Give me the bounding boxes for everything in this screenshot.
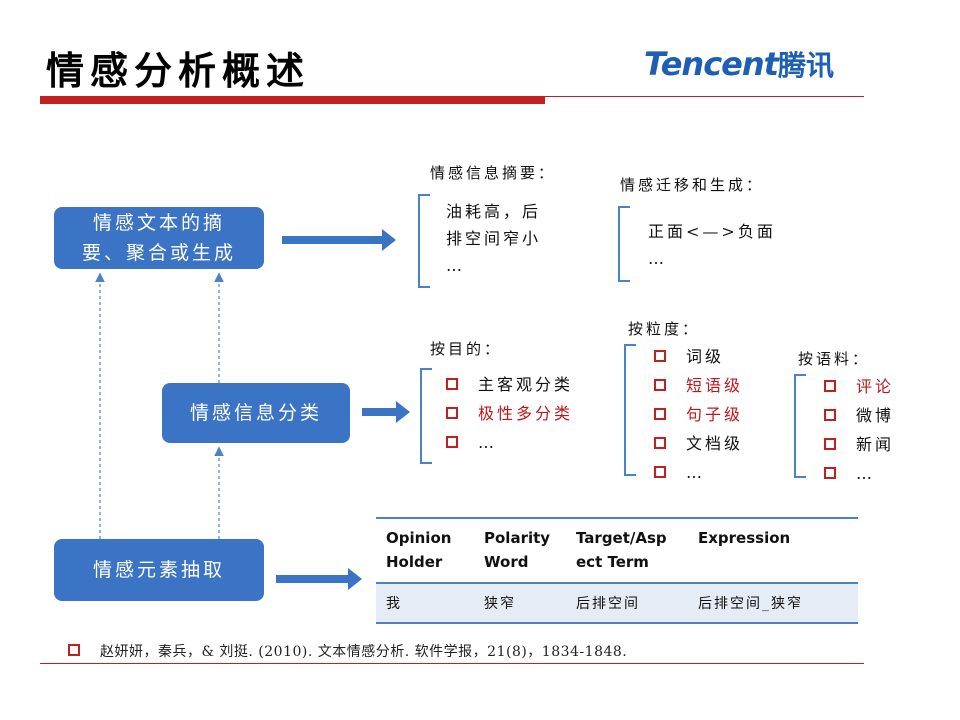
list-item: 新闻: [824, 430, 894, 459]
item-text: 短语级: [686, 376, 744, 395]
list-item: 主客观分类: [446, 370, 573, 399]
list-item: 词级: [654, 342, 743, 371]
square-bullet-icon: [654, 407, 666, 420]
table-header: Expression: [698, 529, 791, 547]
transfer-line: 正面<—>负面: [648, 222, 776, 241]
item-text: 文档级: [686, 434, 744, 453]
node-summary-aggregation: 情感文本的摘要、聚合或生成: [54, 207, 264, 269]
list-item: …: [824, 459, 894, 488]
purpose-list: 主客观分类 极性多分类 …: [446, 370, 573, 457]
table-row: 我 狭窄 后排空间 后排空间_狭窄: [376, 583, 858, 622]
square-bullet-icon: [446, 435, 458, 448]
tencent-logo: Tencent腾讯: [644, 44, 834, 84]
summary-line: 油耗高，后: [446, 202, 542, 221]
transfer-bracket: [618, 206, 630, 282]
square-bullet-icon: [446, 377, 458, 390]
list-item: 评论: [824, 372, 894, 401]
corpus-bracket: [794, 374, 806, 478]
square-bullet-icon: [824, 379, 836, 392]
reference-text: 赵妍妍，秦兵，& 刘挺. (2010). 文本情感分析. 软件学报，21(8)，…: [100, 644, 628, 660]
node-summary-line2: 要、聚合或生成: [81, 242, 236, 264]
list-item: 微博: [824, 401, 894, 430]
transfer-line: …: [648, 249, 667, 268]
list-item: …: [654, 458, 743, 487]
granularity-label: 按粒度：: [628, 320, 701, 338]
item-text: 极性多分类: [478, 404, 574, 423]
list-item: 文档级: [654, 429, 743, 458]
arrow-extract: [276, 568, 362, 590]
square-bullet-icon: [824, 466, 836, 479]
item-text: 新闻: [856, 435, 895, 454]
header-divider: [40, 96, 864, 97]
table-cell: 狭窄: [474, 583, 566, 622]
logo-text: Tencent: [644, 45, 779, 83]
square-bullet-icon: [654, 349, 666, 362]
summary-label: 情感信息摘要：: [430, 164, 557, 182]
item-text: 微博: [856, 406, 895, 425]
list-item: 极性多分类: [446, 399, 573, 428]
purpose-bracket: [420, 368, 432, 464]
summary-bracket: [418, 194, 430, 288]
square-bullet-icon: [654, 378, 666, 391]
list-item: 句子级: [654, 400, 743, 429]
arrow-classify: [362, 401, 410, 423]
list-item: 短语级: [654, 371, 743, 400]
node-summary-line1: 情感文本的摘: [92, 212, 225, 234]
granularity-bracket: [624, 344, 636, 476]
summary-line: 排空间窄小: [446, 229, 542, 248]
table-cell: 后排空间_狭窄: [688, 583, 858, 622]
header-accent-bar: [40, 97, 545, 104]
item-text: …: [478, 433, 497, 452]
item-text: …: [856, 464, 875, 483]
logo-cn: 腾讯: [777, 49, 834, 82]
summary-line: …: [446, 256, 465, 275]
corpus-label: 按语料：: [798, 350, 871, 368]
item-text: 评论: [856, 377, 895, 396]
item-text: …: [686, 463, 705, 482]
item-text: 句子级: [686, 405, 744, 424]
square-bullet-icon: [824, 437, 836, 450]
square-bullet-icon: [824, 408, 836, 421]
item-text: 主客观分类: [478, 375, 574, 394]
arrow-summary: [282, 229, 396, 251]
footer-divider: [40, 663, 864, 664]
square-bullet-icon: [654, 465, 666, 478]
square-bullet-icon: [654, 436, 666, 449]
corpus-list: 评论 微博 新闻 …: [824, 372, 894, 488]
square-bullet-icon: [446, 406, 458, 419]
granularity-list: 词级 短语级 句子级 文档级 …: [654, 342, 743, 487]
square-bullet-icon: [68, 644, 80, 656]
item-text: 词级: [686, 347, 725, 366]
reference: 赵妍妍，秦兵，& 刘挺. (2010). 文本情感分析. 软件学报，21(8)，…: [68, 641, 627, 661]
transfer-label: 情感迁移和生成：: [620, 176, 765, 194]
purpose-label: 按目的：: [430, 340, 503, 358]
list-item: …: [446, 428, 573, 457]
summary-text: 油耗高，后 排空间窄小 …: [446, 198, 541, 279]
table-cell: 我: [376, 583, 474, 622]
transfer-text: 正面<—>负面 …: [648, 218, 776, 272]
node-extraction: 情感元素抽取: [54, 539, 264, 601]
node-classification: 情感信息分类: [162, 383, 350, 443]
table-cell: 后排空间: [566, 583, 688, 622]
page-title: 情感分析概述: [46, 49, 311, 93]
